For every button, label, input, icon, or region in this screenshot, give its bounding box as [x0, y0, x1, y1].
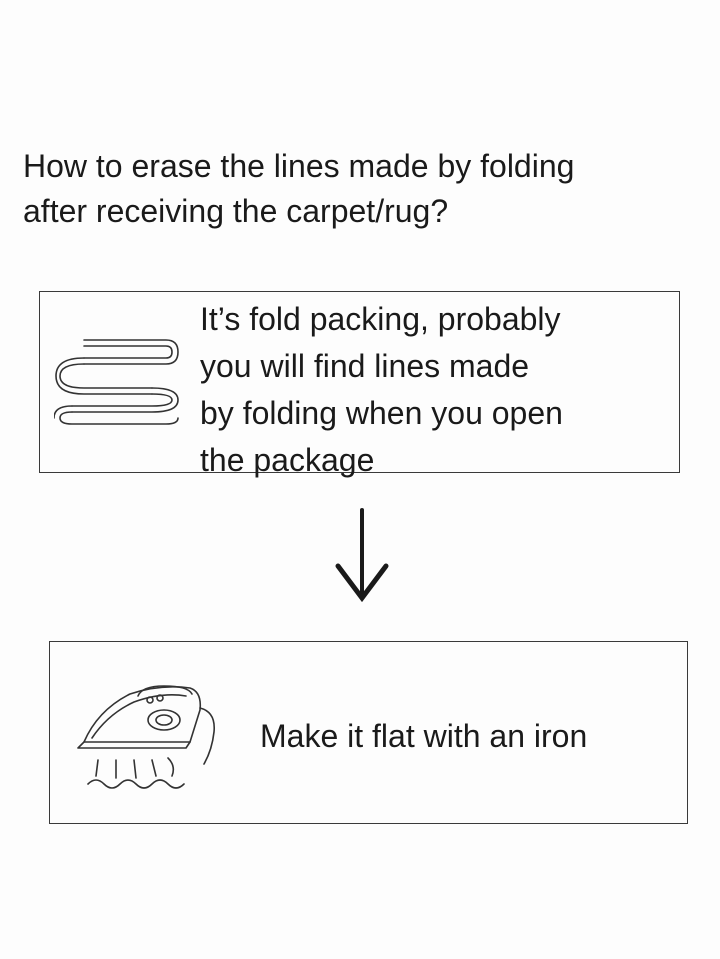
- step-1-line-3: by folding when you open: [200, 395, 563, 431]
- steam-iron-icon: [77, 685, 216, 789]
- step-1-line-2: you will find lines made: [200, 348, 530, 384]
- question-line-2: after receiving the carpet/rug?: [23, 193, 449, 229]
- question-line-1: How to erase the lines made by folding: [23, 148, 575, 184]
- step-1-line-4: the package: [200, 442, 375, 478]
- step-1-text: It’s fold packing, probably you will fin…: [200, 296, 670, 484]
- folded-rug-icon: [54, 339, 179, 425]
- step-1-box: It’s fold packing, probably you will fin…: [39, 291, 680, 478]
- step-1-line-1: It’s fold packing, probably: [200, 301, 561, 337]
- arrow-down-icon: [335, 508, 389, 603]
- step-2-box: Make it flat with an iron: [49, 641, 688, 824]
- question-heading: How to erase the lines made by folding a…: [23, 144, 713, 234]
- step-2-text: Make it flat with an iron: [260, 718, 588, 754]
